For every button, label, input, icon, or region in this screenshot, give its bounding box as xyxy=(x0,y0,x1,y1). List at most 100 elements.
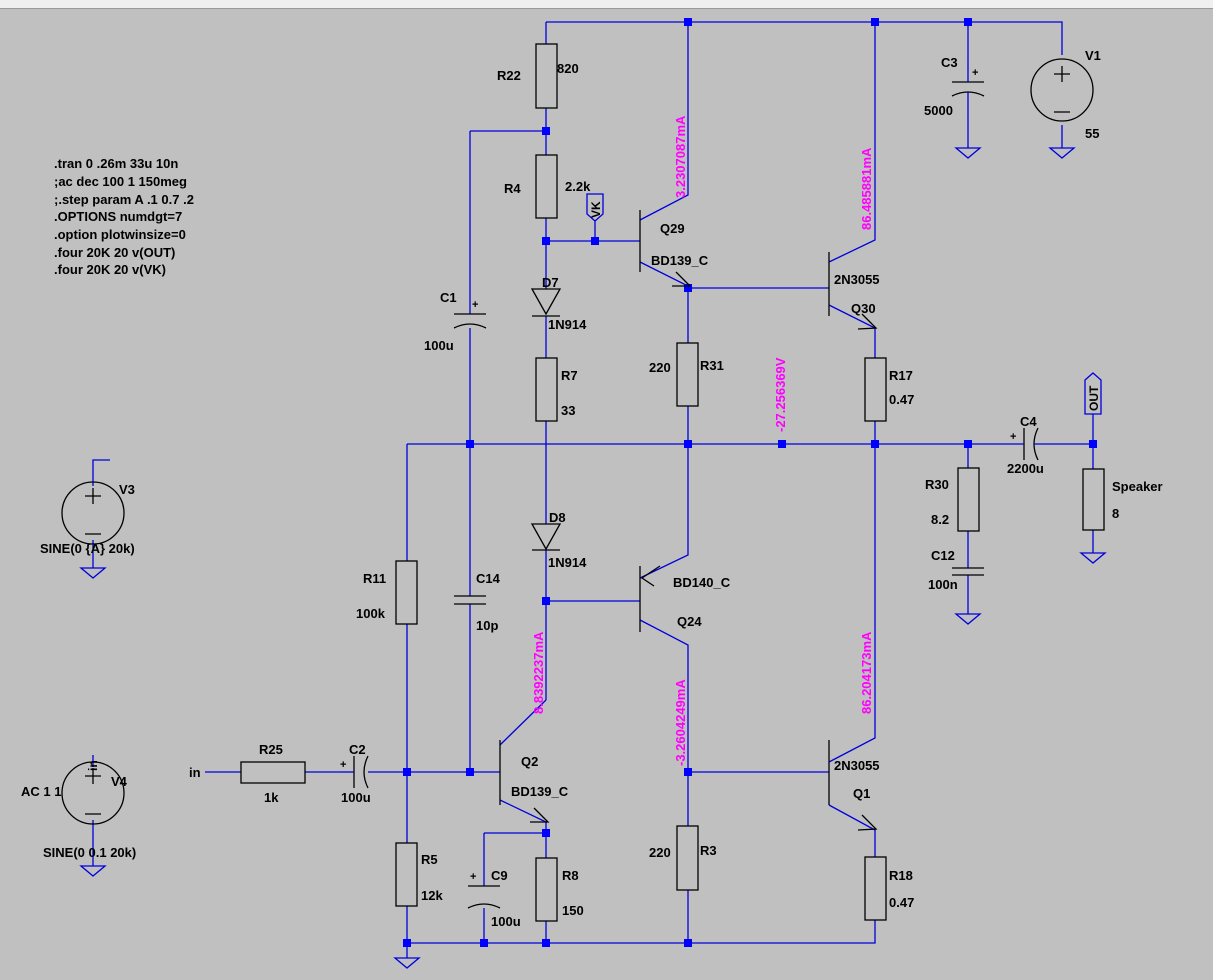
svg-text:+: + xyxy=(972,67,978,79)
diode-d8 xyxy=(530,523,562,551)
transistors[interactable] xyxy=(499,210,878,831)
q1-current-readout: 86.204173mA xyxy=(859,631,874,714)
ground-icon xyxy=(1048,147,1076,159)
svg-text:R8: R8 xyxy=(562,868,579,883)
svg-text:R7: R7 xyxy=(561,368,578,383)
svg-text:150: 150 xyxy=(562,903,584,918)
toolbar-strip xyxy=(0,0,1213,9)
svg-text:Q29: Q29 xyxy=(660,221,685,236)
svg-text:V1: V1 xyxy=(1085,48,1101,63)
mid-node-voltage-readout: -27.256369V xyxy=(773,357,788,432)
svg-text:Speaker: Speaker xyxy=(1112,479,1163,494)
resistor-r11 xyxy=(395,560,418,625)
resistors[interactable] xyxy=(240,43,1105,922)
directive-line: .tran 0 .26m 33u 10n xyxy=(54,156,178,171)
transistor-q1 xyxy=(828,740,878,831)
resistor-r5 xyxy=(395,842,418,907)
capacitor-c12 xyxy=(952,567,984,576)
resistor-r18 xyxy=(864,856,887,921)
ground-icon xyxy=(79,865,107,877)
svg-text:12k: 12k xyxy=(421,888,443,903)
ground-icon xyxy=(1079,552,1107,564)
svg-text:0.47: 0.47 xyxy=(889,392,914,407)
net-flags[interactable]: VK OUT in in xyxy=(86,193,1102,780)
ground-icon xyxy=(393,957,421,969)
svg-text:BD139_C: BD139_C xyxy=(511,784,569,799)
svg-text:+: + xyxy=(1010,431,1016,443)
measurement-annotations: 3.2307087mA 86.485881mA -27.256369V 8.83… xyxy=(531,115,874,766)
svg-text:100u: 100u xyxy=(491,914,521,929)
net-label-vk: VK xyxy=(589,201,603,218)
directive-line: ;.step param A .1 0.7 .2 xyxy=(54,192,194,207)
svg-text:AC 1 1: AC 1 1 xyxy=(21,784,61,799)
svg-text:100n: 100n xyxy=(928,577,958,592)
capacitor-c2: + xyxy=(340,755,369,789)
capacitor-c1: + xyxy=(453,299,487,329)
svg-text:V3: V3 xyxy=(119,482,135,497)
spice-directives[interactable]: .tran 0 .26m 33u 10n ;ac dec 100 1 150me… xyxy=(54,156,194,277)
svg-text:R18: R18 xyxy=(889,868,913,883)
svg-text:SINE(0 0.1 20k): SINE(0 0.1 20k) xyxy=(43,845,136,860)
ground-icon xyxy=(79,567,107,579)
resistor-r7 xyxy=(535,357,558,422)
svg-text:1N914: 1N914 xyxy=(548,555,587,570)
svg-text:C1: C1 xyxy=(440,290,457,305)
component-labels: R22 820 R4 2.2k D7 1N914 R7 33 C1 100u Q… xyxy=(21,48,1163,929)
voltage-source-v4 xyxy=(61,761,125,825)
junctions xyxy=(403,18,1097,947)
resistor-r30 xyxy=(957,467,980,532)
svg-text:BD139_C: BD139_C xyxy=(651,253,709,268)
voltage-sources[interactable] xyxy=(61,58,1094,825)
svg-text:1N914: 1N914 xyxy=(548,317,587,332)
svg-text:2N3055: 2N3055 xyxy=(834,272,880,287)
transistor-q29 xyxy=(639,210,692,287)
directive-line: ;ac dec 100 1 150meg xyxy=(54,174,187,189)
ground-icon xyxy=(954,613,982,625)
svg-text:+: + xyxy=(340,759,346,771)
svg-text:C14: C14 xyxy=(476,571,501,586)
svg-text:2200u: 2200u xyxy=(1007,461,1044,476)
svg-text:55: 55 xyxy=(1085,126,1099,141)
resistor-r31 xyxy=(676,342,699,407)
svg-text:C12: C12 xyxy=(931,548,955,563)
svg-text:8: 8 xyxy=(1112,506,1119,521)
svg-text:0.47: 0.47 xyxy=(889,895,914,910)
net-label-in: in xyxy=(189,765,201,780)
svg-text:D8: D8 xyxy=(549,510,566,525)
capacitor-c4: + xyxy=(1010,427,1046,461)
svg-text:V4: V4 xyxy=(111,774,128,789)
svg-text:BD140_C: BD140_C xyxy=(673,575,731,590)
capacitor-c14 xyxy=(454,595,486,605)
svg-text:Q30: Q30 xyxy=(851,301,876,316)
directive-line: .four 20K 20 v(VK) xyxy=(54,262,166,277)
ground-icon xyxy=(954,147,982,159)
svg-text:2.2k: 2.2k xyxy=(565,179,591,194)
capacitors[interactable]: + + + + + xyxy=(340,62,1046,909)
svg-text:C3: C3 xyxy=(941,55,958,70)
diodes[interactable] xyxy=(530,288,562,551)
svg-text:2N3055: 2N3055 xyxy=(834,758,880,773)
svg-text:100u: 100u xyxy=(341,790,371,805)
svg-text:8.2: 8.2 xyxy=(931,512,949,527)
diode-d7 xyxy=(530,288,562,317)
resistor-r22 xyxy=(535,43,558,109)
net-label-out: OUT xyxy=(1087,385,1101,411)
net-label-v4-in: in xyxy=(86,760,100,771)
svg-text:C4: C4 xyxy=(1020,414,1037,429)
voltage-source-v3 xyxy=(61,481,125,545)
resistor-r8 xyxy=(535,857,558,922)
resistor-r4 xyxy=(535,154,558,219)
svg-text:Q24: Q24 xyxy=(677,614,702,629)
resistor-r3 xyxy=(676,825,699,891)
transistor-q2 xyxy=(499,740,550,823)
svg-text:10p: 10p xyxy=(476,618,498,633)
svg-text:R30: R30 xyxy=(925,477,949,492)
svg-text:R31: R31 xyxy=(700,358,724,373)
svg-text:100k: 100k xyxy=(356,606,386,621)
resistor-speaker xyxy=(1082,468,1105,531)
svg-text:100u: 100u xyxy=(424,338,454,353)
svg-text:1k: 1k xyxy=(264,790,279,805)
svg-text:R3: R3 xyxy=(700,843,717,858)
q30-current-readout: 86.485881mA xyxy=(859,147,874,230)
